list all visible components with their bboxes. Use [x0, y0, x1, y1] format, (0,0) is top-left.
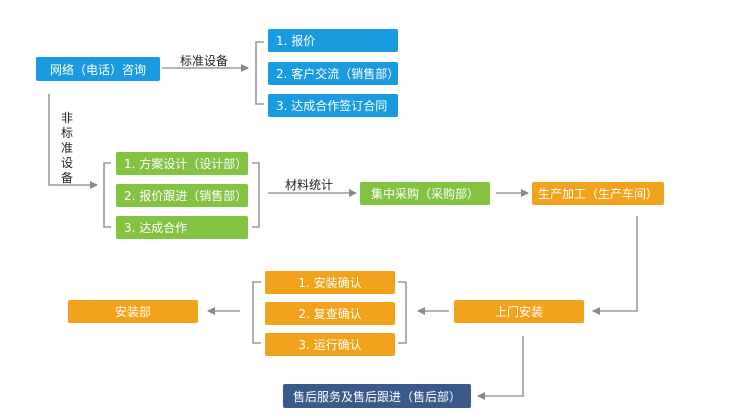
label-nonstandard: 非标准设备 [60, 111, 73, 185]
node-ns-followup: 2. 报价跟进（销售部） [116, 184, 248, 207]
node-production: 生产加工（生产车间） [532, 182, 664, 205]
node-confirm-run: 3. 运行确认 [265, 333, 395, 356]
node-ns-cooperation: 3. 达成合作 [116, 216, 248, 239]
node-consult: 网络（电话）咨询 [36, 57, 160, 81]
arrow-consult-to-nonstandard [48, 94, 98, 189]
label-materials: 材料统计 [285, 178, 334, 192]
bracket-standard [255, 41, 264, 105]
bracket-nonstandard-right [252, 162, 260, 228]
node-install-dept: 安装部 [68, 300, 198, 323]
node-std-communication: 2. 客户交流（销售部） [268, 62, 399, 85]
bracket-confirm-right [398, 281, 407, 344]
node-after-sales: 售后服务及售后跟进（售后部） [283, 384, 471, 408]
node-std-contract: 3. 达成合作签订合同 [268, 94, 398, 117]
label-standard: 标准设备 [180, 54, 229, 68]
bracket-nonstandard-left [103, 162, 111, 228]
node-purchase: 集中采购（采购部） [360, 182, 490, 205]
node-std-quote: 1. 报价 [268, 29, 398, 52]
node-onsite-install: 上门安装 [454, 300, 584, 323]
arrow-onsite-to-aftersales [477, 336, 524, 400]
node-confirm-recheck: 2. 复查确认 [265, 302, 395, 325]
node-ns-design: 1. 方案设计（设计部） [116, 152, 248, 175]
arrow-production-to-onsite [592, 216, 638, 315]
bracket-confirm-left [252, 281, 261, 344]
node-confirm-install: 1. 安装确认 [265, 271, 395, 294]
